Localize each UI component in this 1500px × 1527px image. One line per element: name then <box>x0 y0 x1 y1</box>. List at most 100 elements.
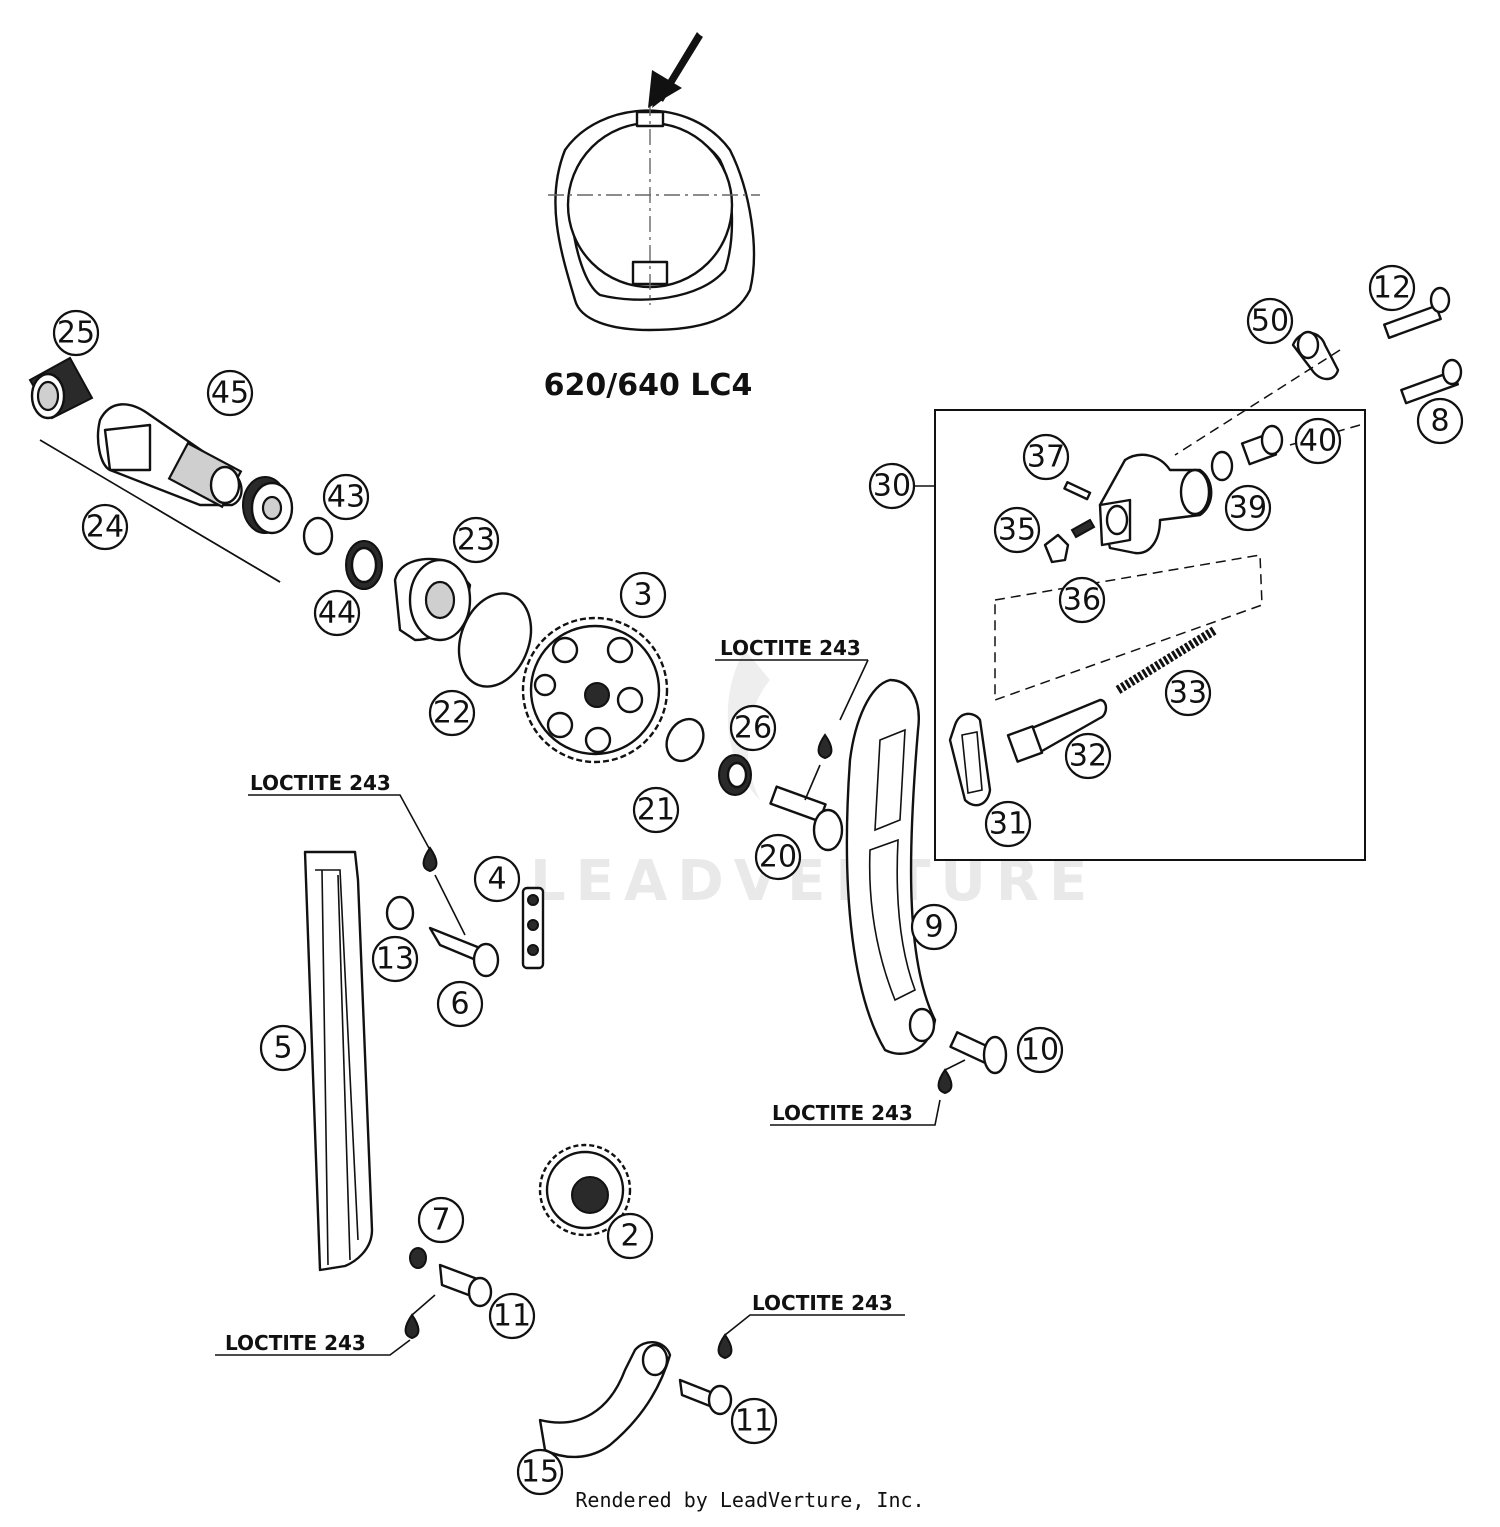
loctite-label-11-right: LOCTITE 243 <box>752 1291 893 1315</box>
svg-text:8: 8 <box>1430 404 1449 439</box>
callout-15: 15 <box>516 1448 564 1496</box>
plug-40 <box>1240 424 1284 466</box>
svg-text:4: 4 <box>487 862 506 897</box>
callout-2: 2 <box>606 1212 654 1260</box>
spring-33 <box>1115 626 1218 694</box>
svg-text:21: 21 <box>637 793 675 828</box>
watermark: LEADVENTURE <box>530 849 1097 914</box>
cam-nut <box>242 476 294 535</box>
callout-26: 26 <box>729 704 777 752</box>
needle-bearing <box>28 356 94 420</box>
callout-35: 35 <box>993 506 1041 554</box>
screw-11-right <box>678 1378 733 1416</box>
callout-24: 24 <box>81 503 129 551</box>
svg-text:37: 37 <box>1027 440 1065 475</box>
callout-37: 37 <box>1022 433 1070 481</box>
tensioner-plunger-32 <box>1006 698 1108 763</box>
bolt-20 <box>769 785 844 852</box>
svg-text:2: 2 <box>620 1219 639 1254</box>
ring-44 <box>345 540 383 590</box>
callout-40: 40 <box>1294 417 1342 465</box>
callout-30: 30 <box>868 462 916 510</box>
tensioner-rail <box>845 678 937 1055</box>
footer-credit: Rendered by LeadVerture, Inc. <box>575 1488 924 1512</box>
bolt-6 <box>428 926 500 978</box>
svg-text:40: 40 <box>1299 424 1337 459</box>
washer-13 <box>385 895 415 931</box>
loctite-label-6: LOCTITE 243 <box>250 771 391 795</box>
callout-22: 22 <box>428 689 476 737</box>
svg-text:23: 23 <box>457 523 495 558</box>
callout-23: 23 <box>452 516 500 564</box>
ball-bearing-23 <box>393 557 472 642</box>
gasket-31 <box>948 712 992 807</box>
svg-text:33: 33 <box>1169 676 1207 711</box>
svg-text:45: 45 <box>211 376 249 411</box>
svg-text:12: 12 <box>1373 271 1411 306</box>
washer-21 <box>665 717 705 763</box>
callout-13: 13 <box>371 935 419 983</box>
loctite-label-20: LOCTITE 243 <box>720 636 861 660</box>
svg-text:35: 35 <box>998 513 1036 548</box>
callout-11-left: 11 <box>488 1292 536 1340</box>
screw-12 <box>1383 286 1451 340</box>
svg-text:7: 7 <box>431 1203 450 1238</box>
snap-ring-43 <box>302 516 334 556</box>
svg-text:50: 50 <box>1251 304 1289 339</box>
callout-43: 43 <box>322 473 370 521</box>
loctite-label-11-left: LOCTITE 243 <box>225 1331 366 1355</box>
callout-7: 7 <box>417 1196 465 1244</box>
model-label: 620/640 LC4 <box>544 368 753 403</box>
callout-25: 25 <box>52 309 100 357</box>
tensioner-assembly-box <box>934 409 1366 861</box>
cap-35 <box>1043 533 1070 564</box>
pin-37 <box>1063 481 1092 501</box>
spring-36 <box>1070 518 1096 539</box>
callout-6: 6 <box>436 980 484 1028</box>
callout-3: 3 <box>619 571 667 619</box>
cam-detail-inset <box>548 32 760 332</box>
svg-text:32: 32 <box>1069 739 1107 774</box>
svg-text:22: 22 <box>433 696 471 731</box>
svg-text:36: 36 <box>1063 583 1101 618</box>
callout-12: 12 <box>1368 264 1416 312</box>
callout-20: 20 <box>754 833 802 881</box>
loctite-drop-11-right <box>717 1333 733 1360</box>
damper-7 <box>409 1247 427 1269</box>
svg-text:15: 15 <box>521 1455 559 1490</box>
timing-chain <box>521 886 545 970</box>
loctite-drop-10 <box>937 1068 953 1095</box>
svg-text:13: 13 <box>376 942 414 977</box>
chain-guide-15 <box>538 1341 672 1459</box>
loctite-drop-20 <box>817 733 833 760</box>
svg-text:6: 6 <box>450 987 469 1022</box>
svg-text:25: 25 <box>57 316 95 351</box>
svg-text:44: 44 <box>318 596 356 631</box>
callout-9: 9 <box>910 903 958 951</box>
seal-26 <box>718 754 752 796</box>
svg-text:9: 9 <box>924 910 943 945</box>
retaining-ring-22 <box>457 592 533 688</box>
camshaft-sprocket <box>521 616 669 764</box>
callout-8: 8 <box>1416 397 1464 445</box>
guide-rail <box>303 850 374 1272</box>
svg-text:5: 5 <box>273 1031 292 1066</box>
callout-10: 10 <box>1016 1026 1064 1074</box>
callout-21: 21 <box>632 786 680 834</box>
callout-4: 4 <box>473 855 521 903</box>
svg-text:30: 30 <box>873 469 911 504</box>
callout-44: 44 <box>313 589 361 637</box>
tensioner-body <box>1098 453 1213 555</box>
callout-11-right: 11 <box>730 1397 778 1445</box>
screw-11-left <box>438 1263 493 1308</box>
callout-39: 39 <box>1224 484 1272 532</box>
bolt-10 <box>949 1031 1008 1075</box>
svg-text:31: 31 <box>989 807 1027 842</box>
svg-text:24: 24 <box>86 510 124 545</box>
svg-text:43: 43 <box>327 480 365 515</box>
callout-5: 5 <box>259 1024 307 1072</box>
loctite-drop-6 <box>422 846 438 873</box>
svg-text:3: 3 <box>633 578 652 613</box>
loctite-label-10: LOCTITE 243 <box>772 1101 913 1125</box>
